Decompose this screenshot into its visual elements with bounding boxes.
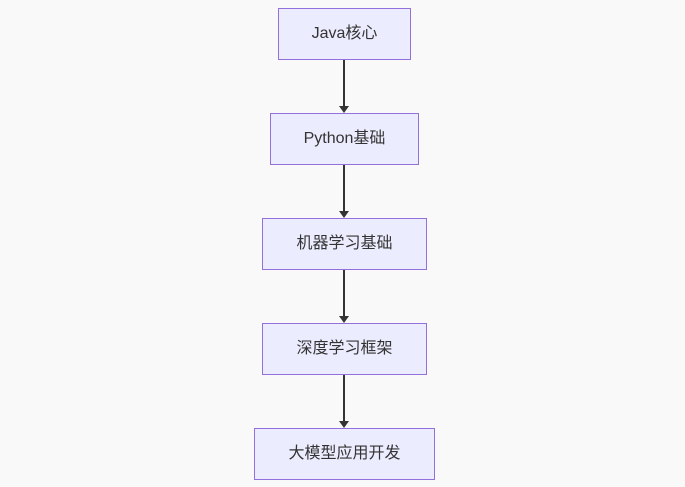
arrowhead-down-icon: [339, 106, 350, 113]
edge-java-to-python: [337, 60, 351, 113]
flow-node-label: Python基础: [303, 130, 386, 147]
flow-node-python-basics: Python基础: [269, 113, 420, 165]
edge-line: [343, 375, 346, 421]
flow-node-java-core: Java核心: [277, 8, 412, 60]
arrowhead-down-icon: [339, 421, 350, 428]
flow-node-label: 机器学习基础: [296, 235, 393, 252]
edge-line: [343, 165, 346, 211]
edge-line: [343, 60, 346, 106]
edge-ml-to-dl: [337, 270, 351, 323]
flow-node-dl-frameworks: 深度学习框架: [262, 323, 427, 375]
edge-dl-to-llm: [337, 375, 351, 428]
arrowhead-down-icon: [339, 316, 350, 323]
edge-line: [343, 270, 346, 316]
arrowhead-down-icon: [339, 211, 350, 218]
flowchart: Java核心 Python基础 机器学习基础 深度学习框架 大模: [254, 8, 435, 480]
flow-node-ml-basics: 机器学习基础: [262, 218, 427, 270]
flow-node-label: Java核心: [311, 25, 378, 42]
flow-node-label: 大模型应用开发: [288, 445, 401, 462]
flow-node-llm-app-dev: 大模型应用开发: [254, 428, 435, 480]
edge-python-to-ml: [337, 165, 351, 218]
flow-node-label: 深度学习框架: [296, 340, 393, 357]
